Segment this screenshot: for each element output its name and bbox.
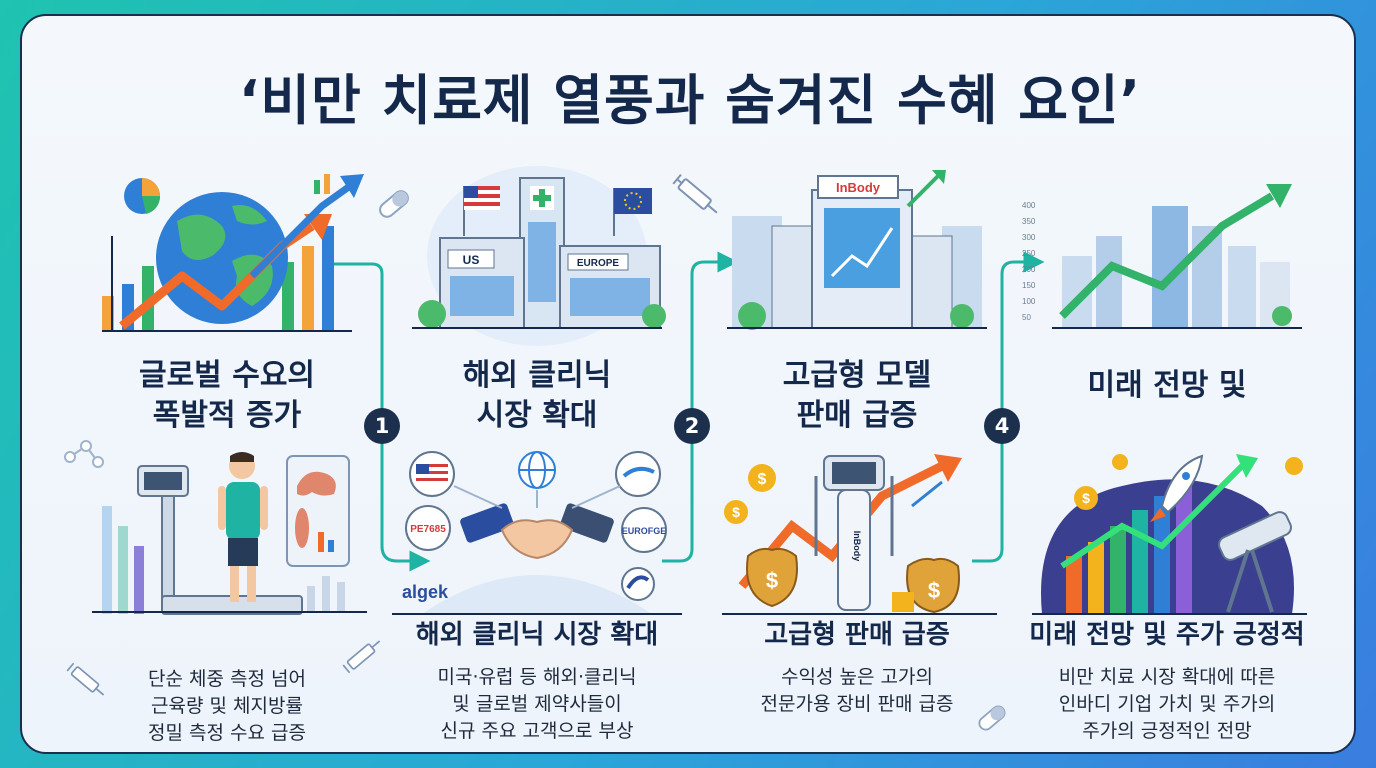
pie-chart-icon	[124, 178, 161, 214]
svg-text:400: 400	[1022, 201, 1036, 210]
step-premium-sales: InBody 고급형 모델 판매 급증 $ $ $	[712, 166, 1002, 752]
inbody-building-illustration: InBody	[727, 170, 987, 330]
step-badge-2: 2	[674, 408, 710, 444]
brand-label: InBody	[836, 180, 881, 195]
partner-logo-3: algek	[402, 582, 449, 602]
hospital-buildings-illustration: US EUROPE	[412, 166, 666, 346]
step-description: 수익성 높은 고가의 전문가용 장비 판매 급증	[760, 666, 954, 715]
coin-icon	[1112, 454, 1128, 470]
step-global-demand: 글로벌 수요의 폭발적 증가	[82, 166, 372, 752]
svg-text:50: 50	[1022, 313, 1031, 322]
growth-arrow-icon	[119, 174, 364, 330]
coin-icon: $	[724, 500, 748, 524]
step-description: 단순 체중 측정 넘어 근육량 및 체지방률 정밀 측정 수요 급증	[148, 668, 306, 744]
handshake-icon	[460, 503, 614, 560]
step-heading: 해외 클리닉 시장 확대	[462, 358, 612, 433]
rocket-icon	[1150, 454, 1204, 522]
svg-text:100: 100	[1022, 297, 1036, 306]
hospital-icon	[519, 177, 565, 329]
step-overseas-clinic: US EUROPE 해외 클리닉 시장 확대	[392, 166, 682, 752]
muscle-icon	[286, 455, 350, 567]
molecule-icon	[64, 440, 104, 468]
step-heading: 미래 전망 및	[1087, 368, 1247, 403]
step-heading: 고급형 모델 판매 급증	[782, 358, 932, 433]
step-badge-4: 4	[984, 408, 1020, 444]
flag-eu-icon	[613, 188, 652, 236]
building-label-us: US	[463, 253, 480, 267]
rocket-telescope-illustration: $	[1032, 454, 1307, 615]
svg-text:$: $	[766, 568, 778, 593]
step-description: 미국·유럽 등 해외·클리닉 및 글로벌 제약사들이 신규 주요 고객으로 부상	[437, 666, 637, 742]
globe-icon	[156, 192, 288, 324]
svg-text:350: 350	[1022, 217, 1036, 226]
premium-device-illustration: $ $ $ InBody $	[722, 454, 997, 615]
svg-text:250: 250	[1022, 249, 1036, 258]
telescope-icon	[1218, 511, 1292, 613]
partner-logo-1: PE7685	[410, 524, 446, 535]
axis-ticks: 400 350 300 250 200 150 100 50	[1022, 201, 1036, 322]
svg-text:200: 200	[1022, 265, 1036, 274]
city-growth-illustration: 400 350 300 250 200 150 100 50	[1022, 184, 1302, 329]
step-badge-1: 1	[364, 408, 400, 444]
coin-icon: $	[748, 464, 776, 492]
svg-text:$: $	[1082, 490, 1090, 506]
body-scale-illustration	[92, 452, 367, 615]
svg-text:300: 300	[1022, 233, 1036, 242]
svg-text:$: $	[928, 578, 940, 603]
svg-text:$: $	[732, 504, 740, 520]
device-brand-label: InBody	[852, 531, 862, 562]
syringe-icon	[66, 662, 105, 696]
partner-logo-2: EUROFGE	[622, 526, 667, 536]
page-title: ‘비만 치료제 열풍과 숨겨진 수혜 요인’	[238, 69, 1142, 132]
step-subheading: 고급형 판매 급증	[764, 620, 950, 650]
flag-us-icon	[463, 186, 500, 236]
step-description: 비만 치료 시장 확대에 따른 인바디 기업 가치 및 주가의 주가의 긍정적인…	[1058, 666, 1276, 742]
globe-icon	[518, 451, 556, 489]
syringe-icon	[342, 640, 381, 674]
svg-text:$: $	[758, 471, 767, 488]
handshake-partners-illustration: PE7685 EUROFGE algek	[392, 451, 682, 615]
step-subheading: 미래 전망 및 주가 긍정적	[1029, 620, 1305, 650]
building-label-europe: EUROPE	[577, 258, 620, 269]
globe-growth-illustration	[102, 174, 364, 332]
money-bag-icon: $	[906, 557, 960, 614]
step-subheading: 해외 클리닉 시장 확대	[415, 620, 659, 650]
bar-chart-icon	[102, 226, 352, 332]
syringe-icon	[672, 174, 718, 214]
coin-icon: $	[1074, 486, 1098, 510]
device-icon: InBody	[814, 455, 894, 611]
infographic-card: ‘비만 치료제 열풍과 숨겨진 수혜 요인’ 1 2 4	[20, 14, 1356, 754]
step-future-outlook: 400 350 300 250 200 150 100 50 미래 전망 및	[1022, 166, 1312, 752]
pill-icon	[978, 705, 1006, 731]
step-heading: 글로벌 수요의 폭발적 증가	[138, 358, 316, 433]
money-bag-icon: $	[746, 547, 798, 608]
svg-text:150: 150	[1022, 281, 1036, 290]
coin-icon	[1285, 457, 1303, 475]
pill-icon	[379, 190, 409, 218]
inbody-building-icon: InBody	[811, 175, 913, 329]
flag-us-icon	[409, 451, 455, 497]
person-icon	[218, 452, 268, 602]
